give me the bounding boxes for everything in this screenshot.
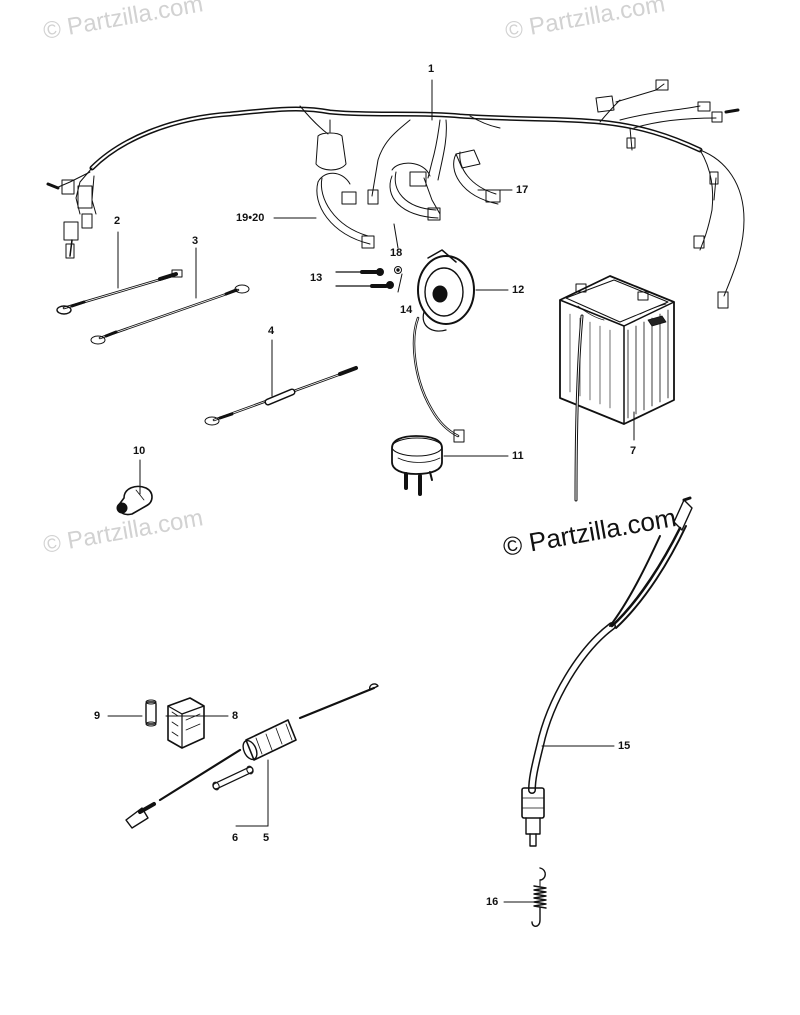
callout-leaders [107,79,635,903]
callout-9: 9 [94,710,101,722]
callout-5: 5 [263,832,270,844]
callout-14: 14 [400,304,413,316]
terminal-cap-10[interactable] [116,485,153,516]
band-19-20[interactable] [316,172,375,249]
bolt-13[interactable] [335,268,394,289]
callout-18: 18 [390,247,403,259]
band-17[interactable] [453,149,501,205]
lead-wire-2[interactable] [56,269,183,315]
callout-6: 6 [232,832,239,844]
callout-15: 15 [618,740,631,752]
callout-13: 13 [310,272,323,284]
callout-16: 16 [486,896,499,908]
brake-switch-15[interactable] [521,496,693,847]
callout-10: 10 [133,445,146,457]
callout-12: 12 [512,284,525,296]
callout-2: 2 [114,215,121,227]
spring-16[interactable] [531,867,547,927]
horn-12[interactable] [412,249,475,443]
lead-wire-3[interactable] [90,284,250,345]
lead-wire-4[interactable] [204,366,358,426]
washer-14[interactable] [394,266,403,293]
callout-19-20: 19•20 [236,212,265,224]
band-18[interactable] [389,162,441,221]
fuse-6[interactable] [212,765,255,791]
wiring-harness[interactable] [46,79,745,309]
callout-11: 11 [512,450,524,462]
fuse-box-8[interactable] [167,697,205,749]
callout-17: 17 [516,184,529,196]
callout-1: 1 [428,63,435,75]
callout-7: 7 [630,445,637,457]
callout-3: 3 [192,235,199,247]
fuse-9[interactable] [145,699,157,727]
battery-7[interactable] [559,275,675,502]
fuse-holder-lead-5[interactable] [125,683,379,829]
callout-4: 4 [268,325,275,337]
callout-8: 8 [232,710,239,722]
flasher-relay-11[interactable] [391,435,443,496]
